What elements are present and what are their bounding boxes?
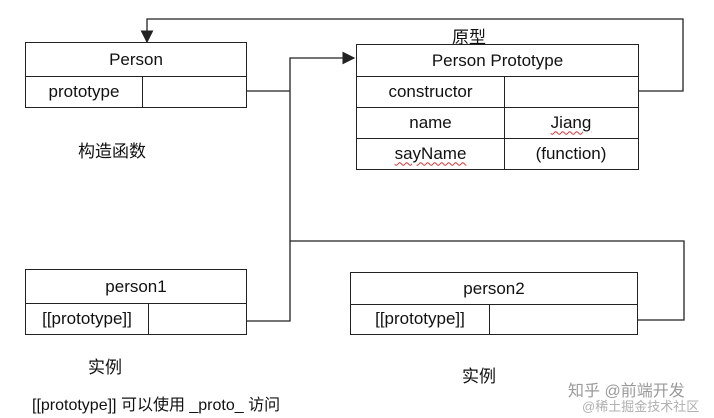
prototype-constructor-value (504, 76, 638, 107)
person1-box: person1 [[prototype]] (25, 269, 247, 335)
person-divider (26, 76, 246, 77)
watermark-sub: @稀土掘金技术社区 (582, 399, 700, 414)
constructor-to-person-arrow (140, 18, 684, 92)
prototype-divider-3 (357, 138, 638, 139)
prototype-name-value: Jiang (504, 107, 638, 138)
person2-caption: 实例 (462, 367, 496, 386)
person1-prototype-label: [[prototype]] (42, 308, 132, 328)
prototype-constructor-key: constructor (388, 81, 473, 101)
person1-caption: 实例 (88, 358, 122, 377)
person1-title: person1 (105, 276, 167, 296)
prototype-name-key-text: name (409, 112, 452, 132)
prototype-sayname-key-text: sayName (394, 143, 467, 163)
proto-access-note: [[prototype]] 可以使用 _proto_ 访问 (32, 391, 280, 415)
person2-prototype-label: [[prototype]] (375, 309, 465, 328)
prototype-column-divider (504, 76, 505, 169)
proto-access-note-text: [[prototype]] 可以使用 _proto_ 访问 (32, 397, 281, 414)
person2-title: person2 (463, 278, 525, 298)
person-title: Person (109, 49, 163, 69)
prototype-title: Person Prototype (431, 50, 564, 70)
person-caption: 构造函数 (78, 142, 146, 161)
prototype-name-key: name (357, 107, 504, 138)
prototype-divider-1 (357, 76, 638, 77)
person2-row-divider (489, 304, 490, 334)
prototype-name-value-text: Jiang (550, 112, 592, 132)
prototype-divider-2 (357, 107, 638, 108)
prototype-box: Person Prototype constructor name Jiang … (356, 44, 639, 170)
person1-row-divider (148, 303, 149, 334)
watermark-main: 知乎 @前端开发 (568, 383, 685, 400)
person-box: Person prototype (25, 42, 247, 108)
prototype-sayname-key: sayName (357, 138, 504, 169)
prototype-sayname-value: (function) (535, 143, 607, 163)
person1-divider (26, 303, 246, 304)
person2-divider (351, 304, 637, 305)
person-row-divider (142, 76, 143, 107)
person2-box: person2 [[prototype]] (350, 272, 638, 335)
person-prototype-label: prototype (48, 81, 120, 101)
prototype-label: 原型 (452, 28, 486, 47)
